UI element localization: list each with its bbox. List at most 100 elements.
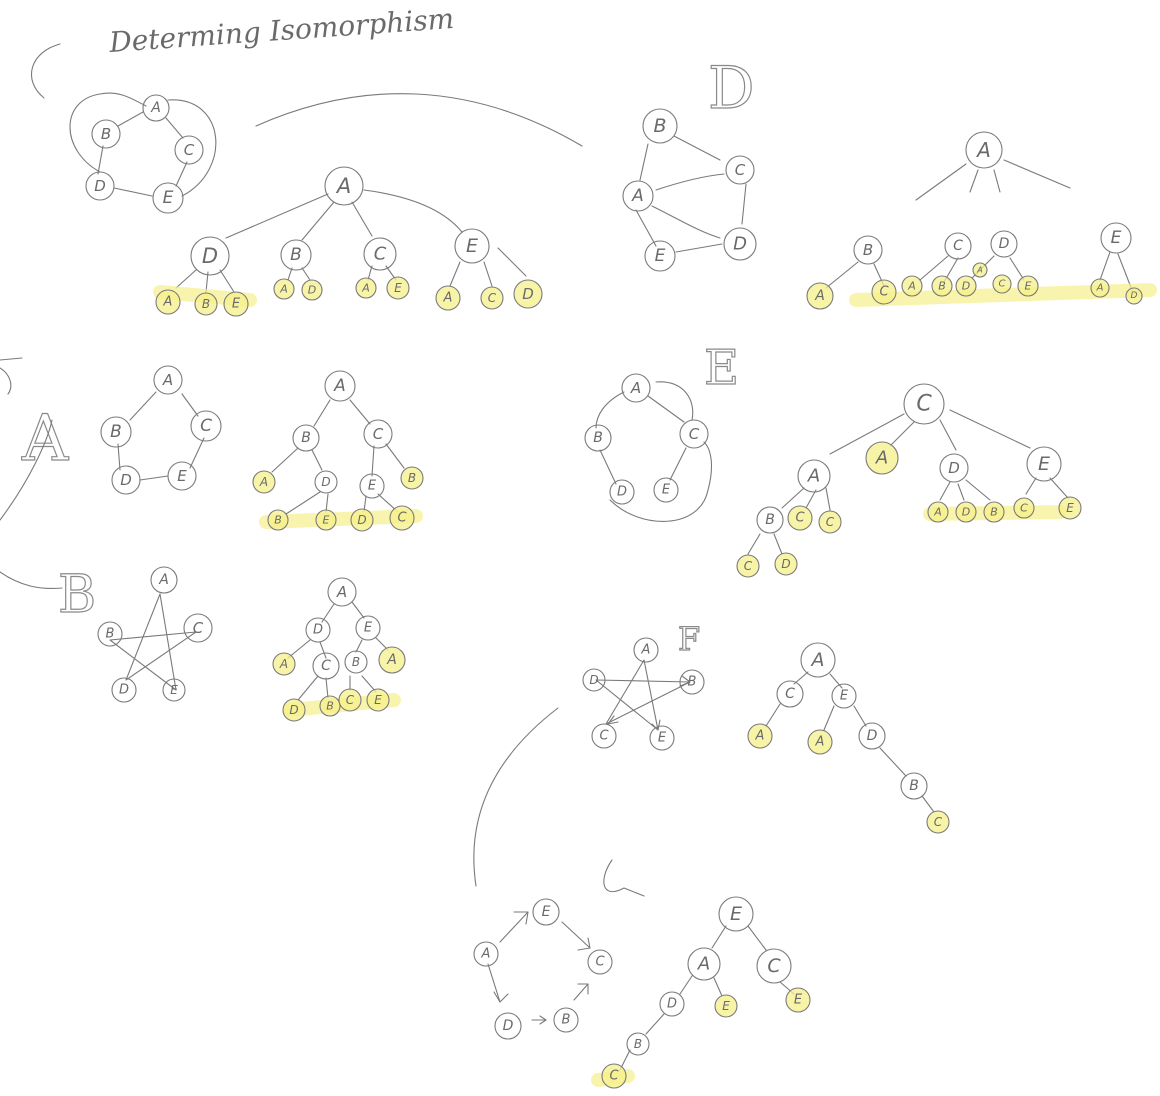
tree-f-edges xyxy=(765,671,935,813)
node-circle xyxy=(633,637,659,663)
section-letter-b: B xyxy=(58,565,96,625)
node-label: B xyxy=(990,506,998,519)
node-circle xyxy=(679,669,705,695)
node-label: E xyxy=(394,281,402,295)
graph-a-edges xyxy=(117,391,205,481)
node-circle xyxy=(312,652,340,680)
node-label: E xyxy=(655,246,666,266)
node-circle xyxy=(687,947,721,981)
node-circle xyxy=(532,898,560,926)
node-circle xyxy=(194,292,218,316)
node-label: C xyxy=(785,686,795,702)
node-circle xyxy=(142,94,170,122)
node-circle xyxy=(273,278,295,300)
node-circle xyxy=(327,577,357,607)
node-label: A xyxy=(443,291,453,306)
node-label: E xyxy=(730,903,742,925)
node-label: A xyxy=(814,288,825,304)
node-circle xyxy=(747,723,773,749)
node-circle xyxy=(903,383,945,425)
node-circle xyxy=(807,729,833,755)
node-label: D xyxy=(867,728,878,744)
node-label: B xyxy=(290,245,302,265)
node-label: D xyxy=(94,177,106,195)
node-label: C xyxy=(879,285,889,300)
node-circle xyxy=(1017,275,1039,297)
section-letter-e: E xyxy=(704,340,739,396)
node-label: A xyxy=(150,100,161,116)
node-label: B xyxy=(326,700,334,713)
node-circle xyxy=(990,230,1018,258)
node-circle xyxy=(927,501,949,523)
node-label: E xyxy=(542,904,551,920)
node-circle xyxy=(865,441,899,475)
node-circle xyxy=(252,470,276,494)
node-label: C xyxy=(826,515,835,529)
node-label: E xyxy=(1111,228,1122,248)
node-label: A xyxy=(386,652,397,668)
node-label: C xyxy=(609,1069,619,1084)
node-label: B xyxy=(352,655,360,669)
node-circle xyxy=(582,668,606,692)
node-label: D xyxy=(667,997,677,1012)
node-circle xyxy=(152,182,184,214)
node-circle xyxy=(900,772,928,800)
node-circle xyxy=(153,365,183,395)
node-label: E xyxy=(177,467,187,485)
node-label: C xyxy=(795,511,805,526)
node-label: A xyxy=(163,295,173,310)
node-circle xyxy=(355,615,381,641)
node-label: D xyxy=(781,557,790,571)
node-label: C xyxy=(397,511,407,526)
node-circle xyxy=(363,419,393,449)
node-label: C xyxy=(373,425,384,443)
node-label: A xyxy=(630,379,641,397)
node-circle xyxy=(1026,446,1062,482)
node-label: B xyxy=(634,1037,642,1051)
node-label: A xyxy=(933,506,942,519)
node-circle xyxy=(324,370,356,402)
section-letter-a: A xyxy=(21,402,69,476)
node-circle xyxy=(454,228,490,264)
node-label: C xyxy=(595,955,605,970)
node-circle xyxy=(355,277,377,299)
node-circle xyxy=(609,479,635,505)
node-circle xyxy=(601,1063,627,1089)
node-label: A xyxy=(631,186,644,206)
node-label: E xyxy=(374,693,382,707)
node-circle xyxy=(363,237,397,271)
node-label: C xyxy=(374,244,387,265)
node-label: C xyxy=(1020,502,1028,515)
node-label: D xyxy=(202,244,218,268)
node-circle xyxy=(955,501,977,523)
node-label: B xyxy=(593,430,603,446)
node-circle xyxy=(473,941,499,967)
node-circle xyxy=(679,419,709,449)
tree-g-edges xyxy=(619,925,795,1071)
section-letter-f: F xyxy=(678,620,700,658)
node-label: D xyxy=(120,471,132,489)
node-circle xyxy=(111,465,141,495)
node-circle xyxy=(787,505,813,531)
node-label: D xyxy=(357,513,366,527)
graph-b-edges xyxy=(109,593,197,691)
node-label: A xyxy=(259,475,268,489)
section-letter-d: D xyxy=(708,54,755,122)
node-label: D xyxy=(289,703,298,717)
node-circle xyxy=(315,509,337,531)
page-title: Determing Isomorphism xyxy=(107,2,455,59)
node-circle xyxy=(818,510,842,534)
graph-e-edges xyxy=(595,381,713,522)
node-circle xyxy=(282,698,306,722)
